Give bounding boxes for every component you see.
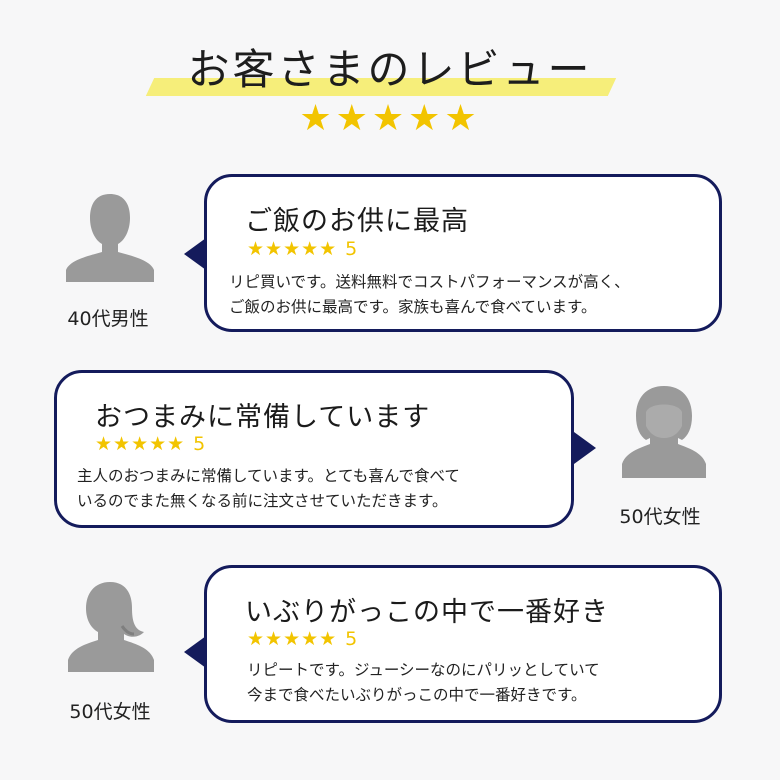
female-short-hair-silhouette-icon (616, 382, 712, 478)
header: お客さまのレビュー (0, 30, 780, 100)
star-rating-icon: ★★★★★ (95, 433, 186, 455)
male-silhouette-icon (62, 186, 158, 282)
review-body-line: リピ買いです。送料無料でコストパフォーマンスが高く、 (229, 273, 630, 291)
speech-bubble-pointer (574, 432, 596, 464)
page-title: お客さまのレビュー (187, 45, 593, 94)
review-body-line: いるのでまた無くなる前に注文させていただきます。 (77, 492, 448, 510)
review-body: リピ買いです。送料無料でコストパフォーマンスが高く、 ご飯のお供に最高です。家族… (229, 270, 630, 320)
review-rating: ★★★★★ 5 (95, 433, 206, 455)
review-title: ご飯のお供に最高 (245, 206, 469, 237)
reviewer-label: 40代男性 (67, 308, 149, 330)
speech-bubble-pointer (184, 238, 206, 270)
review-body-line: 主人のおつまみに常備しています。とても喜んで食べて (77, 467, 460, 485)
rating-score: 5 (345, 628, 359, 650)
header-star-rating: ★★★★★ (299, 98, 481, 139)
star-rating-icon: ★★★★★ (247, 628, 338, 650)
review-title: いぶりがっこの中で一番好き (245, 597, 609, 628)
female-ponytail-silhouette-icon (64, 576, 160, 672)
review-body: 主人のおつまみに常備しています。とても喜んで食べて いるのでまた無くなる前に注文… (77, 464, 460, 514)
star-rating-icon: ★★★★★ (247, 238, 338, 260)
review-rating: ★★★★★ 5 (247, 628, 358, 650)
speech-bubble-pointer (184, 636, 206, 668)
review-body: リピートです。ジューシーなのにパリッとしていて 今まで食べたいぶりがっこの中で一… (247, 658, 600, 708)
review-card: いぶりがっこの中で一番好き ★★★★★ 5 リピートです。ジューシーなのにパリッと… (204, 565, 722, 723)
review-card: おつまみに常備しています ★★★★★ 5 主人のおつまみに常備しています。とても喜… (54, 370, 574, 528)
reviewer-label: 50代女性 (69, 701, 151, 723)
rating-score: 5 (345, 238, 359, 260)
review-card: ご飯のお供に最高 ★★★★★ 5 リピ買いです。送料無料でコストパフォーマンスが高… (204, 174, 722, 332)
review-body-line: リピートです。ジューシーなのにパリッとしていて (247, 661, 600, 679)
review-body-line: ご飯のお供に最高です。家族も喜んで食べています。 (229, 298, 597, 316)
reviewer-label: 50代女性 (619, 506, 701, 528)
rating-score: 5 (193, 433, 207, 455)
review-rating: ★★★★★ 5 (247, 238, 358, 260)
review-title: おつまみに常備しています (95, 402, 431, 433)
review-body-line: 今まで食べたいぶりがっこの中で一番好きです。 (247, 686, 587, 704)
